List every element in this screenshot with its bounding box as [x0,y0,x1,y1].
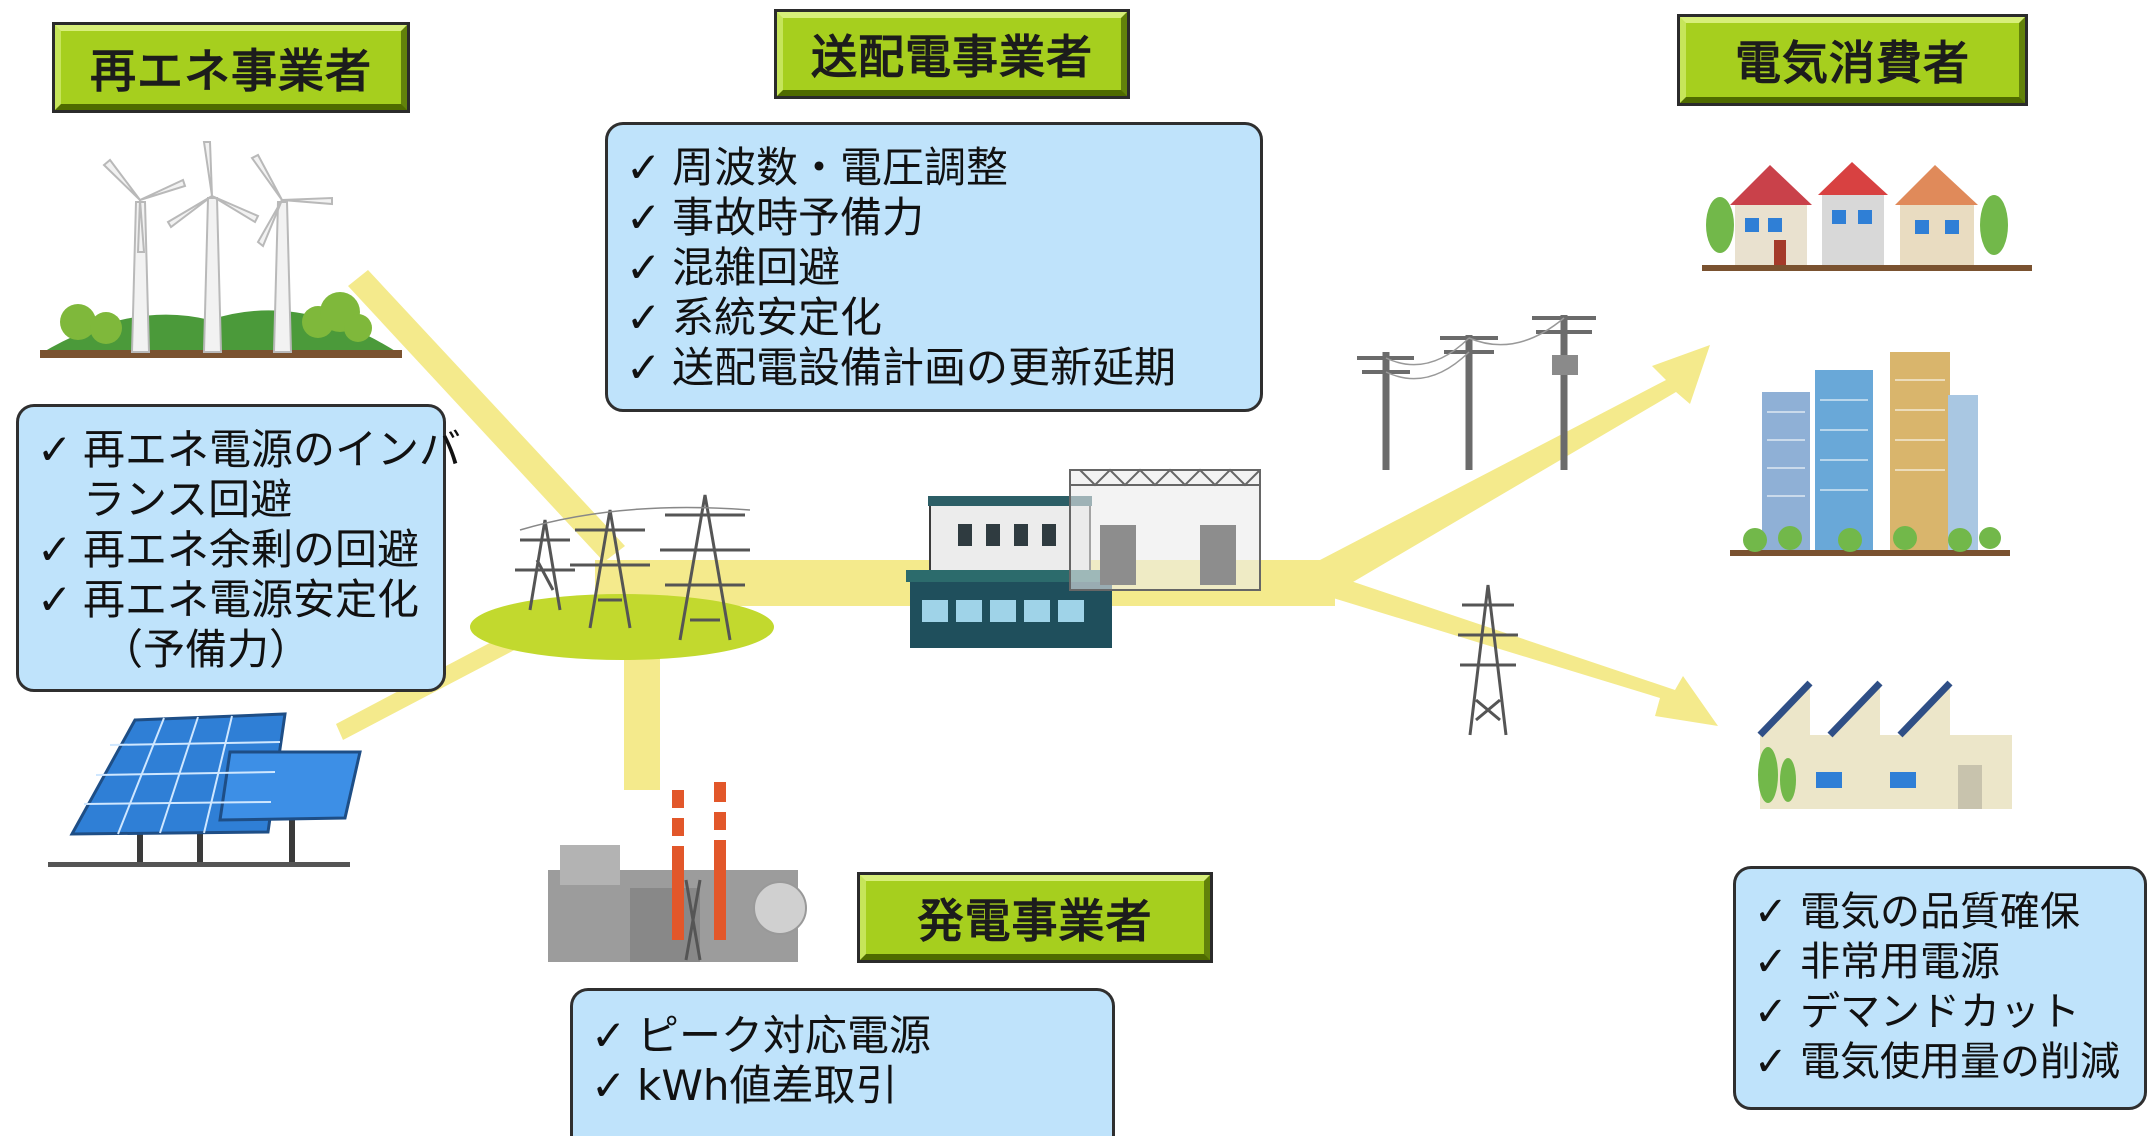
check-icon: ✓ [1754,889,1788,935]
label-renewable-operator: 再エネ事業者 [52,22,410,113]
renewable-benefit-continued: ランス回避 [37,475,425,525]
check-icon: ✓ [626,143,662,192]
consumer-benefit-text: 電気使用量の削減 [1800,1039,2120,1085]
check-icon: ✓ [626,343,662,392]
generator-benefit-text: ピーク対応電源 [637,1011,932,1060]
renewable-benefit-text: 再エネ電源安定化 [83,575,420,624]
grid-benefit-text: 送配電設備計画の更新延期 [672,343,1177,392]
check-icon: ✓ [37,575,73,624]
wind-turbine-icon [40,141,402,358]
solar-panel-icon [48,712,362,867]
check-icon: ✓ [1754,1039,1788,1085]
generator-benefit-item: ✓kWh値差取引 [591,1061,1094,1111]
check-icon: ✓ [626,293,662,342]
grid-benefits-box: ✓周波数・電圧調整 ✓事故時予備力 ✓混雑回避 ✓系統安定化 ✓送配電設備計画の… [605,122,1263,412]
generator-benefits-box: ✓ピーク対応電源 ✓kWh値差取引 [570,988,1115,1136]
consumer-benefit-text: デマンドカット [1800,989,2080,1035]
check-icon: ✓ [591,1011,627,1060]
grid-benefit-text: 周波数・電圧調整 [672,143,1009,192]
grid-benefit-text: 事故時予備力 [672,193,925,242]
grid-benefit-item: ✓送配電設備計画の更新延期 [626,343,1242,393]
consumer-benefit-text: 非常用電源 [1800,939,2000,985]
flow-from-wind [348,270,625,562]
substation-pad [470,594,774,660]
grid-benefit-item: ✓混雑回避 [626,243,1242,293]
label-consumer: 電気消費者 [1677,14,2028,106]
generator-benefit-item: ✓ピーク対応電源 [591,1011,1094,1061]
check-icon: ✓ [1754,989,1788,1035]
grid-benefit-item: ✓事故時予備力 [626,193,1242,243]
renewable-benefit-text: 再エネ電源のインバ [83,425,462,474]
renewable-benefit-item: ✓再エネ電源のインバ [37,425,461,475]
label-power-producer: 発電事業者 [857,872,1213,963]
house-icon [1702,162,2032,271]
power-plant-icon [548,782,807,962]
flow-to-homes [1320,345,1710,592]
consumer-benefit-item: ✓ デマンドカット [1754,987,2134,1037]
renewable-benefits-box: ✓再エネ電源のインバ ランス回避 ✓再エネ余剰の回避 ✓再エネ電源安定化 （予備… [16,404,461,692]
renewable-benefit-text: （予備力） [101,625,312,674]
consumer-benefits-box: ✓ 電気の品質確保 ✓ 非常用電源 ✓ デマンドカット ✓ 電気使用量の削減 [1733,866,2147,1110]
check-icon: ✓ [626,193,662,242]
check-icon: ✓ [626,243,662,292]
check-icon: ✓ [591,1061,627,1110]
renewable-benefit-item: ✓再エネ電源安定化 [37,575,425,625]
generator-benefit-text: kWh値差取引 [637,1061,898,1110]
factory-icon [1757,680,2012,809]
power-pylon-icon [515,494,751,641]
check-icon: ✓ [37,425,73,474]
label-grid-operator: 送配電事業者 [774,9,1130,99]
power-pylon-icon [1458,584,1518,736]
grid-benefit-text: 混雑回避 [672,243,841,292]
grid-benefit-item: ✓周波数・電圧調整 [626,143,1242,193]
consumer-benefit-item: ✓ 電気の品質確保 [1754,887,2134,937]
utility-pole-icon [1357,315,1596,470]
consumer-benefit-item: ✓ 非常用電源 [1754,937,2134,987]
flow-to-factory [1320,576,1718,726]
grid-benefit-item: ✓系統安定化 [626,293,1242,343]
consumer-benefit-item: ✓ 電気使用量の削減 [1754,1037,2134,1087]
renewable-benefit-text: ランス回避 [83,475,293,524]
substation-icon [906,468,1261,648]
office-building-icon [1730,352,2010,556]
renewable-benefit-text: 再エネ余剰の回避 [83,525,420,574]
consumer-benefit-text: 電気の品質確保 [1800,889,2080,935]
renewable-benefit-continued: （予備力） [37,625,425,675]
renewable-benefit-item: ✓再エネ余剰の回避 [37,525,425,575]
check-icon: ✓ [37,525,73,574]
check-icon: ✓ [1754,939,1788,985]
grid-benefit-text: 系統安定化 [672,293,883,342]
